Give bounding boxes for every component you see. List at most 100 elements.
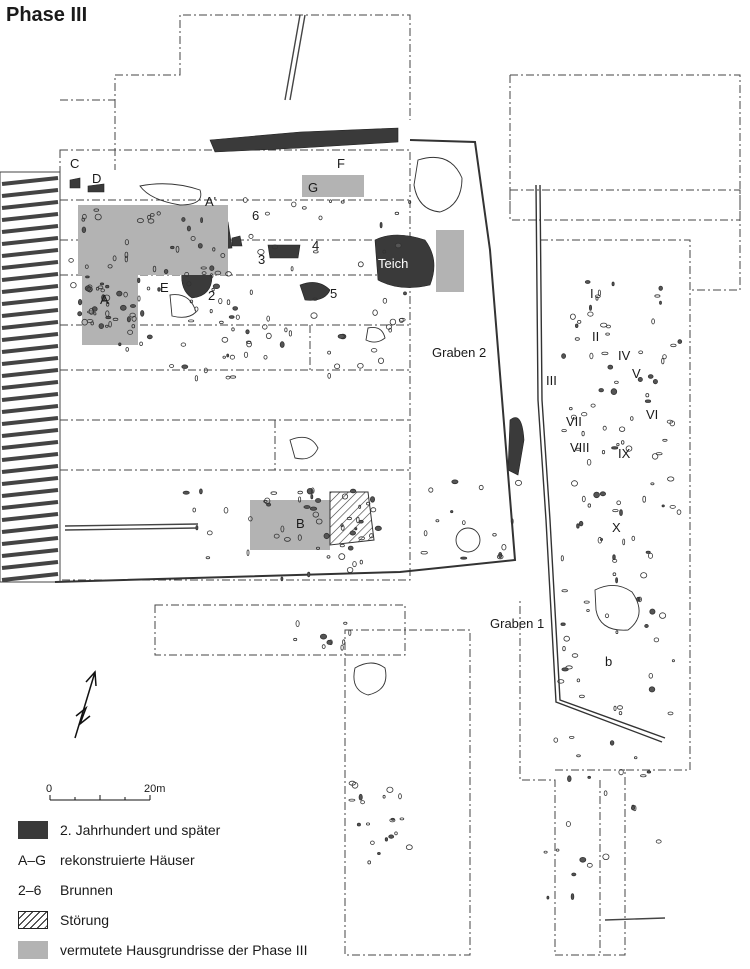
posthole — [307, 571, 311, 578]
posthole — [192, 507, 196, 513]
posthole — [318, 215, 323, 221]
legend-text-houses: rekonstruierte Häuser — [60, 852, 195, 868]
posthole — [609, 740, 615, 746]
posthole — [589, 304, 593, 311]
margin-stripe — [1, 380, 59, 390]
posthole — [370, 507, 377, 513]
posthole — [403, 291, 407, 296]
posthole — [659, 612, 667, 619]
posthole — [586, 458, 592, 466]
posthole — [575, 323, 579, 328]
legend-row-presumed: vermutete Hausgrundrisse der Phase III — [18, 938, 378, 962]
posthole — [226, 353, 230, 358]
posthole — [137, 295, 141, 302]
posthole — [112, 317, 119, 321]
posthole — [587, 311, 594, 317]
posthole — [315, 518, 323, 525]
posthole — [235, 314, 240, 320]
posthole — [249, 289, 253, 295]
posthole — [200, 266, 207, 270]
margin-stripe — [1, 404, 59, 414]
posthole — [225, 271, 232, 277]
posthole — [590, 403, 596, 408]
posthole — [197, 243, 203, 249]
posthole — [200, 217, 204, 224]
posthole — [581, 412, 588, 417]
scale-bar — [49, 795, 151, 801]
posthole — [651, 453, 659, 460]
posthole — [382, 297, 388, 304]
posthole — [343, 621, 348, 625]
posthole — [310, 487, 315, 494]
posthole — [334, 363, 341, 370]
posthole — [356, 516, 360, 524]
posthole — [226, 299, 231, 306]
posthole — [303, 505, 311, 509]
posthole — [659, 300, 662, 305]
margin-stripe — [1, 272, 59, 282]
posthole — [571, 480, 578, 487]
roman-label-v: V — [632, 366, 641, 381]
margin-stripe — [1, 512, 59, 522]
posthole — [124, 255, 128, 263]
posthole — [408, 200, 412, 205]
posthole — [398, 793, 402, 800]
house-label-b: B — [296, 516, 305, 531]
posthole — [326, 555, 331, 559]
posthole — [90, 321, 94, 326]
posthole — [112, 255, 117, 262]
roman-label-iv: IV — [618, 348, 631, 363]
posthole — [354, 527, 358, 531]
posthole — [169, 364, 175, 368]
posthole — [423, 530, 428, 537]
posthole — [567, 775, 572, 782]
posthole — [647, 374, 654, 379]
posthole — [219, 320, 224, 324]
posthole — [229, 375, 237, 379]
posthole — [616, 500, 621, 506]
margin-stripe — [1, 464, 59, 474]
roman-numeral-labels: I II III IV V VI VII VIII IX X — [546, 286, 658, 535]
posthole — [212, 247, 216, 252]
posthole — [615, 577, 618, 584]
posthole — [358, 519, 364, 524]
posthole — [586, 609, 590, 613]
posthole — [209, 308, 213, 314]
legend-swatch-dark — [18, 821, 48, 839]
posthole — [667, 476, 675, 482]
well-label-3: 3 — [258, 252, 265, 267]
margin-stripe — [1, 452, 59, 462]
posthole — [612, 558, 618, 563]
posthole — [341, 493, 349, 500]
large-pits — [139, 156, 640, 696]
well-label-5: 5 — [330, 286, 337, 301]
posthole — [212, 283, 220, 289]
posthole — [571, 872, 577, 877]
posthole — [188, 319, 195, 323]
posthole — [95, 286, 100, 291]
posthole — [298, 496, 302, 503]
posthole — [618, 426, 626, 432]
posthole — [338, 553, 346, 560]
left-striped-margin — [0, 171, 61, 583]
posthole — [246, 341, 252, 348]
posthole — [546, 895, 550, 900]
posthole — [394, 242, 402, 249]
margin-stripe — [1, 284, 59, 294]
posthole — [273, 533, 280, 539]
posthole — [248, 516, 253, 522]
posthole — [323, 532, 330, 540]
posthole — [574, 337, 580, 341]
posthole — [570, 414, 577, 420]
posthole — [194, 375, 198, 382]
well-label-2: 2 — [208, 288, 215, 303]
legend-row-houses: A–G rekonstruierte Häuser — [18, 848, 378, 872]
posthole — [315, 546, 320, 550]
posthole — [562, 645, 566, 652]
posthole — [637, 376, 643, 382]
posthole — [602, 853, 610, 860]
posthole-cluster — [68, 197, 683, 900]
posthole — [70, 282, 77, 289]
posthole — [78, 298, 83, 306]
posthole — [560, 555, 564, 562]
